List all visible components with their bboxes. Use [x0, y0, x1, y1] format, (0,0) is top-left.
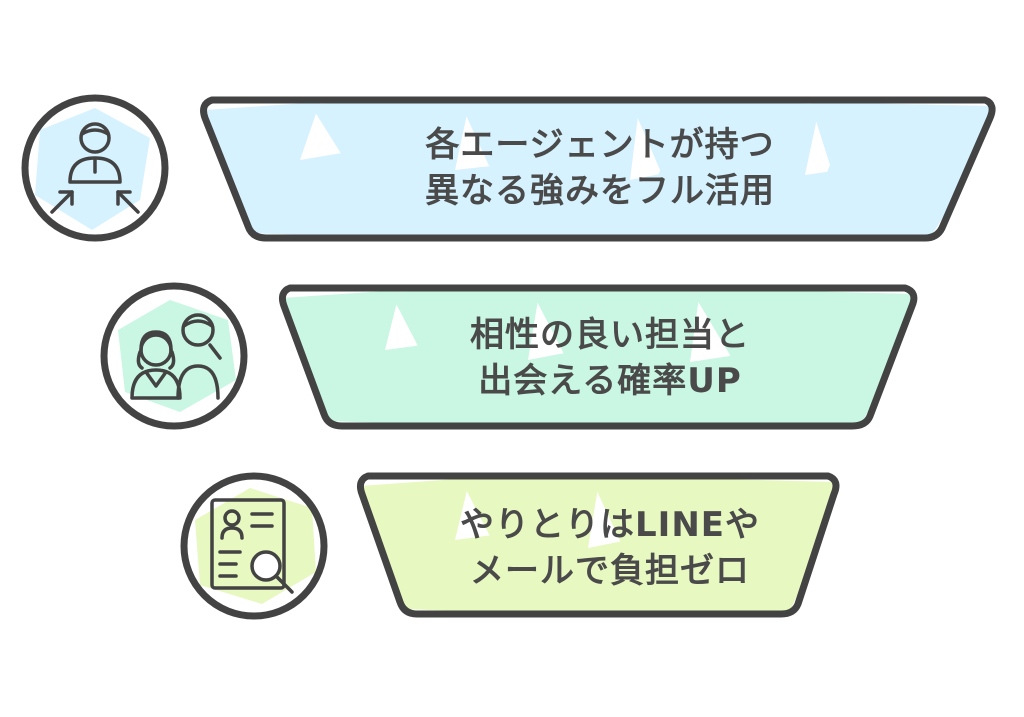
profile-search-icon: [180, 472, 328, 620]
funnel-tier-1-line-2: 異なる強みをフル活用: [425, 171, 775, 211]
funnel-tier-2: [279, 284, 918, 430]
funnel-tier-3-line-1: やりとりはLINEや: [460, 505, 760, 545]
funnel-tier-1-line-1: 各エージェントが持つ: [425, 125, 775, 165]
agents-arrows-icon: [21, 94, 169, 242]
funnel-tier-2-line-2: 出会える確率UP: [478, 361, 742, 401]
funnel-tier-1: [200, 96, 996, 242]
funnel-tier-2-label: 相性の良い担当と 出会える確率UP: [375, 308, 845, 408]
funnel-tier-1-label: 各エージェントが持つ 異なる強みをフル活用: [300, 118, 900, 218]
two-people-icon: [100, 282, 248, 430]
funnel-tier-2-line-1: 相性の良い担当と: [470, 315, 750, 355]
funnel-tier-3-label: やりとりはLINEや メールで負担ゼロ: [445, 498, 775, 598]
funnel-tier-3: [357, 472, 840, 618]
funnel-tier-3-line-2: メールで負担ゼロ: [470, 551, 750, 591]
